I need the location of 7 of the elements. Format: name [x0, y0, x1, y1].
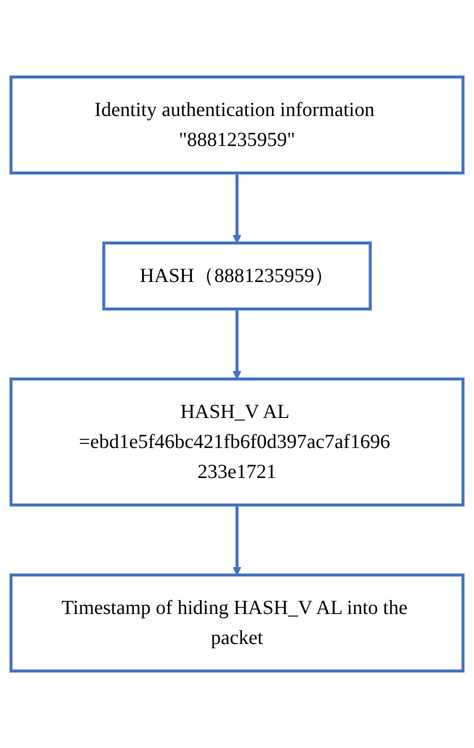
arrow — [232, 173, 242, 244]
node-box: Timestamp of hiding HASH_V AL into the packet — [10, 574, 464, 672]
arrow — [232, 505, 242, 576]
node-box: Identity authentication information "8881235959" — [10, 76, 464, 174]
node-box: HASH_V AL =ebd1e5f46bc421fb6f0d397ac7af1696 233e1721 — [10, 378, 464, 506]
arrow — [232, 309, 242, 380]
node-box: HASH（8881235959） — [102, 242, 372, 310]
